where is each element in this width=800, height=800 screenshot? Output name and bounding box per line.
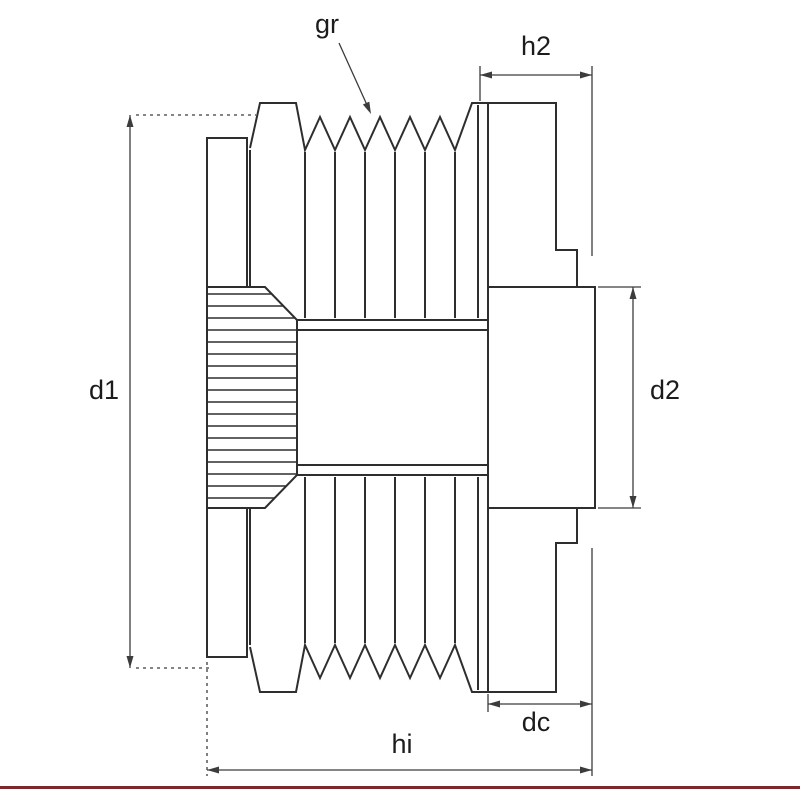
dimension-hi	[206, 662, 592, 776]
dimensions	[126, 42, 641, 776]
spline-block-outline	[206, 286, 298, 509]
pulley-and-cover-outline	[249, 102, 596, 693]
groove-section-lines	[304, 152, 456, 643]
dc-arrowheads	[488, 700, 592, 708]
spline-hatch-lines	[207, 293, 297, 499]
label-d1: d1	[89, 375, 119, 405]
dimension-d2	[598, 286, 641, 509]
label-dc: dc	[522, 707, 551, 737]
dimension-labels: gr h2 d1 d2 dc hi	[89, 9, 680, 759]
h2-arrowheads	[480, 71, 592, 79]
gr-leader-arrowhead	[362, 101, 371, 114]
spline-hatch	[207, 293, 297, 499]
dimension-dc	[487, 548, 593, 776]
label-hi: hi	[391, 729, 412, 759]
d1-extension-lines	[136, 114, 256, 669]
footer-accent-rule	[0, 786, 800, 789]
label-d2: d2	[650, 375, 680, 405]
h2-extension-lines	[479, 66, 593, 256]
dimension-h2	[479, 66, 593, 256]
d2-extension-lines	[598, 286, 641, 509]
part-drawing	[206, 102, 596, 693]
bore-sleeve-lines	[297, 319, 488, 476]
dimension-d1	[126, 114, 256, 669]
dc-extension-lines	[487, 548, 593, 776]
leader-gr	[338, 42, 371, 114]
label-h2: h2	[521, 31, 551, 61]
hub-block-outline	[487, 286, 595, 509]
gr-leader-line	[338, 42, 368, 106]
rim-section-lines	[477, 103, 489, 692]
label-gr: gr	[315, 9, 339, 39]
